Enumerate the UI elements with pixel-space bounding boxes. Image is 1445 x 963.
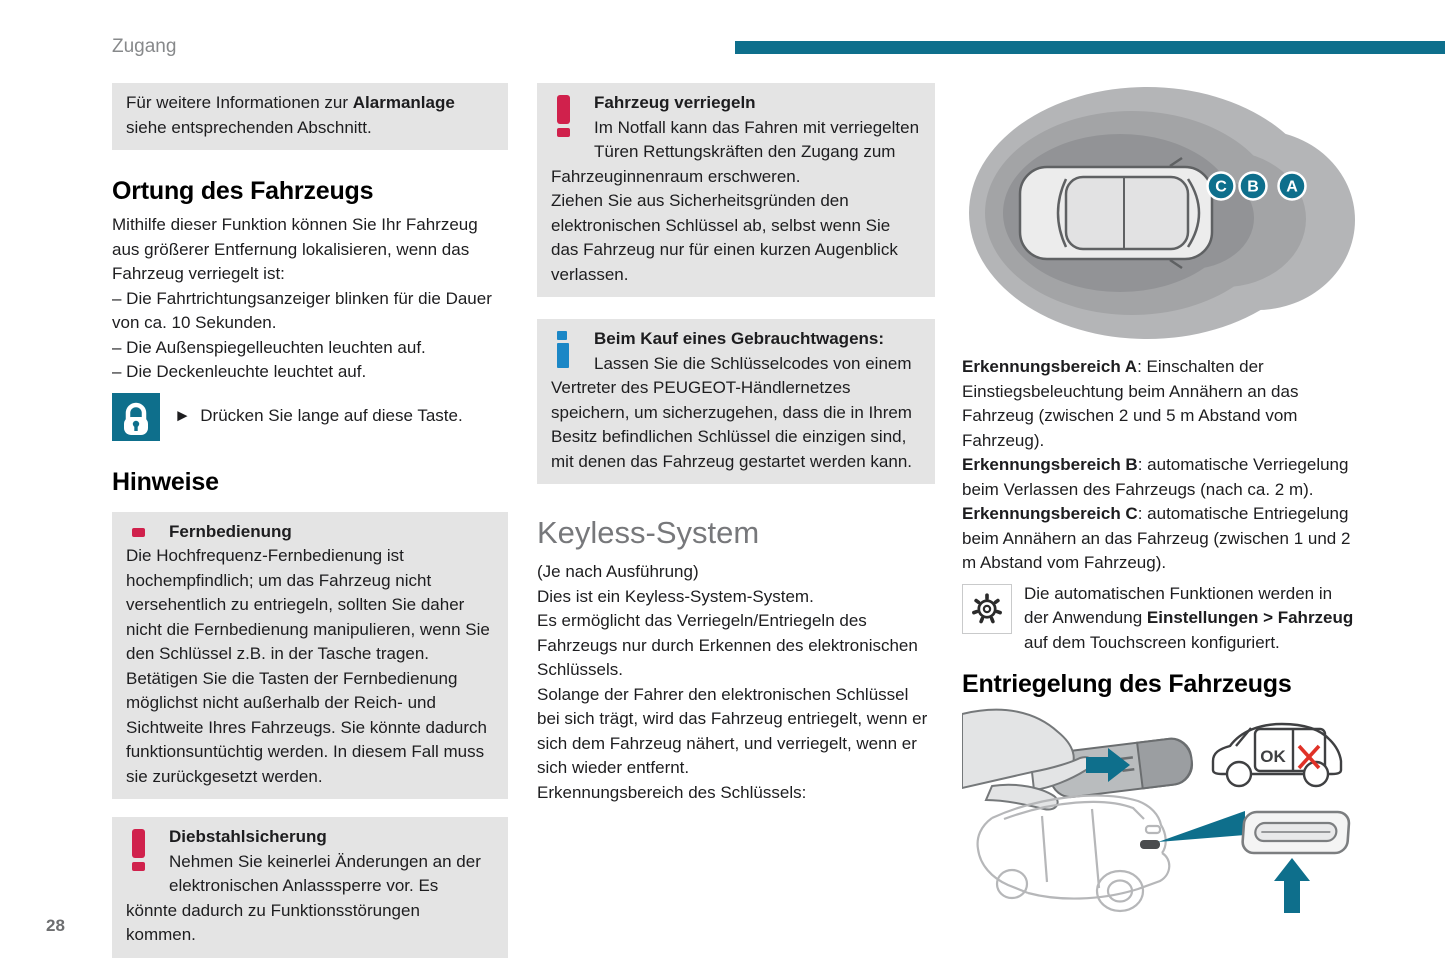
page-title: Zugang [112,36,177,57]
header-accent-bar [735,41,1445,54]
warning-icon [132,829,147,871]
keyless-paragraph: Es ermöglicht das Verriegeln/Entriegeln … [537,611,918,679]
ortung-bullet-3: – Die Deckenleuchte leuchtet auf. [112,362,367,381]
info-box-gebrauchtwagen: Beim Kauf eines Gebrauchtwagens: Lassen … [537,319,935,484]
warning-title: Fernbedienung [169,521,292,541]
svg-text:C: C [1215,179,1227,196]
section-title-keyless: Keyless-System [537,515,760,550]
info-title: Beim Kauf eines Gebrauchtwagens: [594,329,885,348]
svg-text:A: A [1286,179,1298,196]
lock-instruction-text: ► Drücken Sie lange auf diese Taste. [174,406,463,426]
hand-with-key-illustration [962,708,1194,811]
open-arrow-icon [1274,858,1310,913]
gear-icon [962,583,1012,634]
warning-box-fahrzeug-verriegeln: Fahrzeug verriegeln Im Notfall kann das … [537,83,935,297]
keyless-paragraph: Solange der Fahrer den elektronischen Sc… [537,684,928,778]
car-top-view [1018,156,1214,270]
ortung-bullet-1: – Die Fahrtrichtungsanzeiger blinken für… [112,288,492,333]
alarm-reference-text: Für weitere Informationen zur Alarmanlag… [126,93,455,137]
unlock-illustration: OK [962,708,1351,913]
warning-title: Diebstahlsicherung [169,827,327,846]
zoom-beam [1158,811,1245,842]
section-title-hinweise: Hinweise [112,467,219,496]
door-unlock-scheme-illustration: OK [1211,722,1343,788]
section-title-entriegelung: Entriegelung des Fahrzeugs [962,670,1292,698]
warning-box-fernbedienung: Fernbedienung Die Hochfrequenz-Fernbedie… [112,511,508,799]
settings-note-text: Die automatischen Funktionen werden in d… [1024,583,1354,652]
keyless-paragraph: Dies ist ein Keyless-System-System. [537,586,814,606]
press-arrow-icon [1086,748,1130,782]
column-middle: Fahrzeug verriegeln Im Notfall kann das … [537,83,935,805]
keyless-paragraph: Erkennungsbereich des Schlüssels: [537,782,807,802]
warning-body: Die Hochfrequenz-Fernbedienung ist hoche… [126,546,490,663]
column-left: Für weitere Informationen zur Alarmanlag… [112,83,508,958]
info-icon [557,331,572,368]
lock-button-icon [112,392,160,441]
section-title-ortung: Ortung des Fahrzeugs [112,177,374,205]
keyless-paragraph: (Je nach Ausführung) [537,562,699,581]
ortung-intro: Mithilfe dieser Funktion können Sie Ihr … [112,215,478,283]
ortung-bullet-2: – Die Außenspiegelleuchten leuchten auf. [112,337,426,357]
svg-text:B: B [1247,179,1259,196]
zone-b-description: Erkennungsbereich B: automatische Verrie… [962,455,1349,499]
warning-box-diebstahlsicherung: Diebstahlsicherung Nehmen Sie keinerlei … [112,817,508,958]
column-right: C B A Erkennungsbereich A: Einschalten d… [962,75,1360,923]
warning-body-2: Betätigen Sie die Tasten der Fernbedienu… [126,668,487,786]
zone-badge-c: C [1206,171,1236,201]
warning-body: Im Notfall kann das Fahren mit verriegel… [551,117,920,186]
settings-note: Die automatischen Funktionen werden in d… [962,582,1360,656]
warning-icon [557,95,572,137]
lock-instruction-row: ► Drücken Sie lange auf diese Taste. [112,392,508,441]
warning-body-2: Ziehen Sie aus Sicherheitsgründen den el… [551,191,898,284]
cross-mark [1297,744,1321,770]
warning-body: Nehmen Sie keinerlei Änderungen an der e… [126,851,481,945]
detection-zones-diagram: C B A [969,87,1355,339]
warning-title: Fahrzeug verriegeln [594,93,756,112]
warning-icon [132,524,147,537]
alarm-reference-note: Für weitere Informationen zur Alarmanlag… [112,83,508,150]
zone-badge-b: B [1238,171,1268,201]
page-number: 28 [46,916,65,935]
ok-door-label: OK [1260,747,1286,766]
car-rear-view-illustration [976,794,1171,913]
trunk-handle-illustration [1241,810,1351,855]
zone-a-description: Erkennungsbereich A: Einschalten der Ein… [962,357,1299,450]
zone-c-description: Erkennungsbereich C: automatische Entrie… [962,504,1351,572]
zone-badge-a: A [1277,171,1307,201]
zone-descriptions: Erkennungsbereich A: Einschalten der Ein… [962,355,1360,576]
info-body: Lassen Sie die Schlüsselcodes von einem … [551,353,912,471]
